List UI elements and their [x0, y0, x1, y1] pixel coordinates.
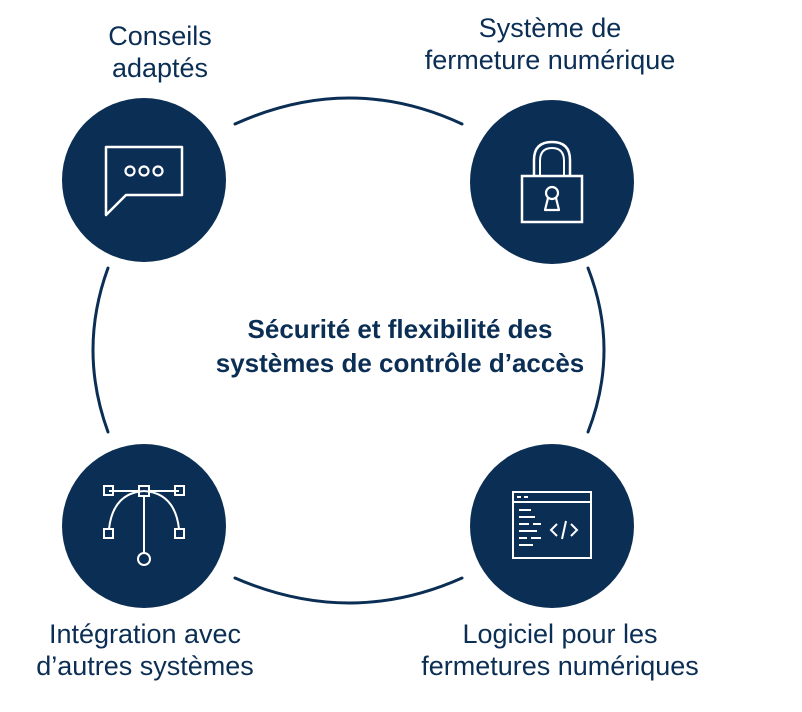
vector-nodes-icon — [103, 485, 185, 566]
center-title: Sécurité et flexibilité des systèmes de … — [100, 312, 700, 380]
node-label-line: fermetures numériques — [421, 651, 699, 681]
node-locking — [470, 100, 634, 264]
node-label-line: Conseils — [108, 21, 212, 51]
ring-arc-left — [91, 266, 110, 434]
node-label-advice: Conseils adaptés — [60, 20, 260, 84]
center-title-line1: Sécurité et flexibilité des — [247, 314, 553, 344]
node-label-integration: Intégration avec d’autres systèmes — [20, 618, 270, 682]
node-label-line: Système de — [478, 13, 622, 43]
node-label-line: fermeture numérique — [424, 45, 676, 75]
node-label-line: Logiciel pour les — [462, 619, 658, 649]
ring-arc-right — [586, 266, 606, 434]
node-software — [470, 444, 634, 608]
code-window-icon — [512, 491, 592, 559]
node-integration — [62, 444, 226, 608]
node-label-locking: Système de fermeture numérique — [380, 12, 720, 76]
ring-arc-top — [233, 96, 464, 126]
ring-arc-bottom — [233, 576, 464, 605]
node-label-line: adaptés — [111, 53, 209, 83]
chat-bubble-icon — [104, 145, 184, 217]
center-title-line2: systèmes de contrôle d’accès — [215, 348, 585, 378]
node-advice — [62, 98, 226, 262]
node-label-software: Logiciel pour les fermetures numériques — [380, 618, 740, 682]
node-label-line: d’autres systèmes — [36, 651, 254, 681]
node-label-line: Intégration avec — [48, 619, 242, 649]
padlock-icon — [520, 140, 584, 224]
